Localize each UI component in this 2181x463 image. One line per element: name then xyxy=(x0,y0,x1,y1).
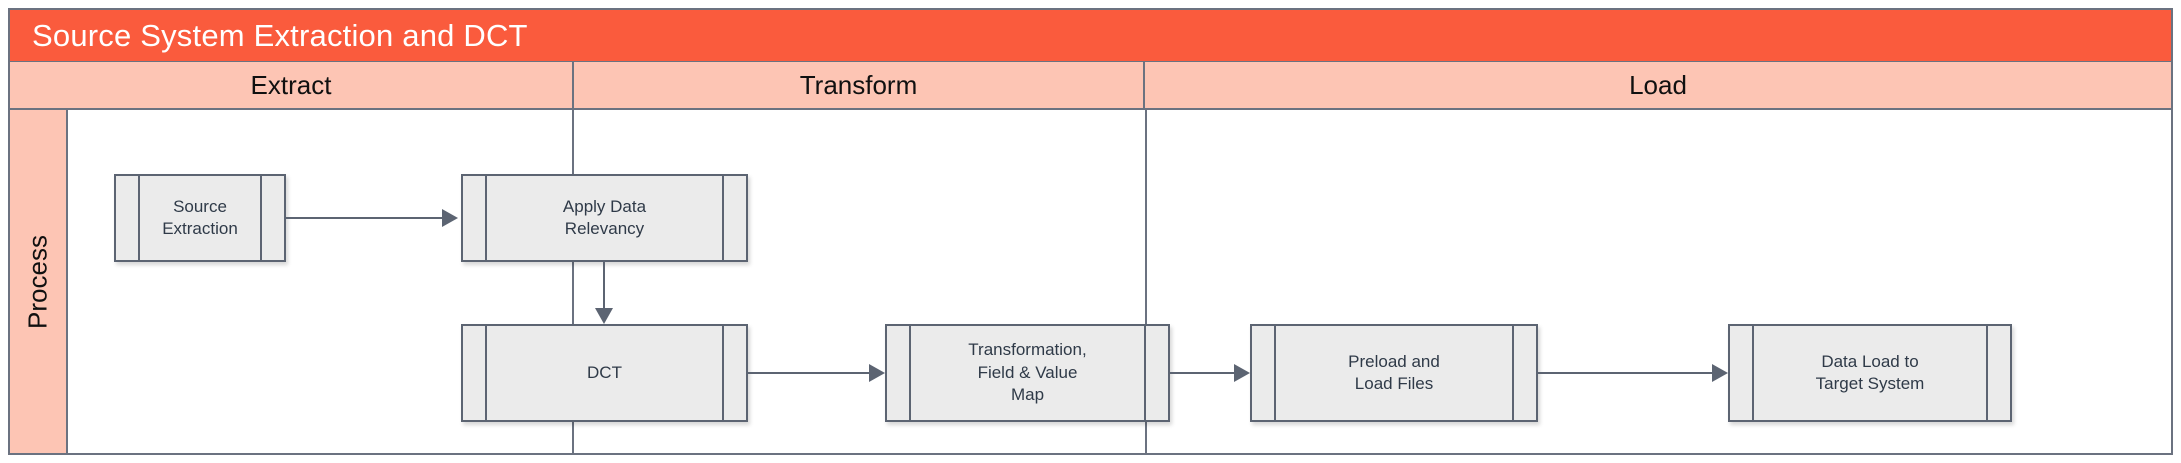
connector-source-extraction-to-apply-data-relevancy xyxy=(286,217,442,219)
lane-header-process: Process xyxy=(8,110,68,455)
arrowhead-to-preload-load-files xyxy=(1234,364,1250,382)
node-preload-and-load-files[interactable]: Preload and Load Files xyxy=(1250,324,1538,422)
phase-divider-transform-load xyxy=(1145,110,1147,453)
node-label-source-extraction: Source Extraction xyxy=(162,196,238,238)
node-transformation-field-value-map[interactable]: Transformation, Field & Value Map xyxy=(885,324,1170,422)
connector-transformation-map-to-preload-load-files xyxy=(1170,372,1234,374)
phase-header-extract: Extract xyxy=(8,62,574,110)
node-label-dct: DCT xyxy=(587,362,622,382)
arrowhead-to-data-load-target xyxy=(1712,364,1728,382)
node-label-data-load-to-target-system: Data Load to Target System xyxy=(1815,351,1925,393)
node-source-extraction[interactable]: Source Extraction xyxy=(114,174,286,262)
node-apply-data-relevancy[interactable]: Apply Data Relevancy xyxy=(461,174,748,262)
node-dct[interactable]: DCT xyxy=(461,324,748,422)
lane-label-process: Process xyxy=(22,234,53,329)
arrowhead-to-dct xyxy=(595,308,613,324)
connector-preload-load-files-to-data-load-target xyxy=(1538,372,1712,374)
phase-header-load: Load xyxy=(1143,62,2173,110)
page-title: Source System Extraction and DCT xyxy=(32,17,528,53)
node-label-preload-and-load-files: Preload and Load Files xyxy=(1348,351,1440,393)
node-label-apply-data-relevancy: Apply Data Relevancy xyxy=(562,196,647,238)
phase-divider-extract-transform xyxy=(572,110,574,453)
node-label-transformation-field-value-map: Transformation, Field & Value Map xyxy=(968,340,1087,405)
arrowhead-to-transformation-map xyxy=(869,364,885,382)
arrowhead-to-apply-data-relevancy xyxy=(442,209,458,227)
node-data-load-to-target-system[interactable]: Data Load to Target System xyxy=(1728,324,2012,422)
swimlane-process: Process Source Extraction Apply Data Rel… xyxy=(8,110,2173,455)
phase-label-extract: Extract xyxy=(250,69,332,100)
connector-dct-to-transformation-map xyxy=(748,372,869,374)
lane-body-process: Source Extraction Apply Data Relevancy D… xyxy=(68,110,2173,455)
diagram-title-bar: Source System Extraction and DCT xyxy=(8,8,2173,63)
phase-label-load: Load xyxy=(1629,69,1687,100)
phase-header-transform: Transform xyxy=(572,62,1145,110)
phase-label-transform: Transform xyxy=(799,69,918,100)
connector-apply-data-relevancy-to-dct xyxy=(603,262,605,308)
phase-header-row: Extract Transform Load xyxy=(8,62,2173,110)
